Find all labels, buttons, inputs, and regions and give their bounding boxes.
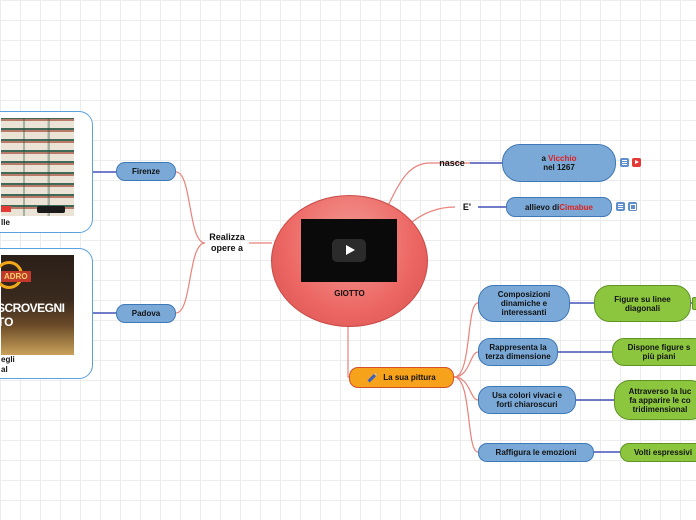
central-title: GIOTTO (334, 289, 365, 298)
node-volti-espressivi[interactable]: Volti espressivi (620, 443, 696, 462)
scrovegni-photo: ADRO SCROVEGNI TO (0, 255, 74, 355)
node-emozioni[interactable]: Raffigura le emozioni (478, 443, 594, 462)
image-caption-firenze: lle (1, 218, 10, 227)
image-card-firenze[interactable]: lle (0, 111, 93, 233)
node-figure-diagonali[interactable]: Figure su linee diagonali (594, 285, 691, 322)
badge-label: ADRO (1, 271, 31, 282)
node-la-sua-pittura[interactable]: La sua pittura (349, 367, 454, 388)
allievo-name: Cimabue (559, 202, 594, 212)
task-icon[interactable] (628, 202, 637, 211)
node-luce[interactable]: Attraverso la luc fa apparire le co trid… (614, 380, 696, 420)
vicchio-year: nel 1267 (543, 163, 575, 172)
node-colori-vivaci[interactable]: Usa colori vivaci e forti chiaroscuri (478, 386, 576, 414)
central-topic[interactable]: GIOTTO (271, 195, 428, 327)
vicchio-prefix: a (541, 154, 549, 163)
node-firenze[interactable]: Firenze (116, 162, 176, 181)
badge-app-store (37, 206, 65, 213)
node-allievo[interactable]: allievo di Cimabue (506, 197, 612, 217)
video-thumbnail[interactable] (301, 219, 397, 282)
node-piu-piani[interactable]: Dispone figure s più piani (612, 338, 696, 366)
image-caption-padova: egli al (1, 355, 15, 374)
play-button[interactable] (332, 239, 366, 262)
image-card-padova[interactable]: ADRO SCROVEGNI TO egli al (0, 248, 93, 379)
notes-icon[interactable] (616, 202, 625, 211)
play-icon (346, 245, 355, 255)
vicchio-place: Vicchio (548, 154, 577, 163)
pittura-label: La sua pittura (383, 373, 436, 382)
node-padova[interactable]: Padova (116, 304, 176, 323)
image-title-line2: TO (0, 315, 14, 329)
collapsed-marker[interactable] (692, 297, 696, 310)
youtube-icon[interactable] (632, 158, 641, 167)
node-terza-dimensione[interactable]: Rappresenta la terza dimensione (478, 338, 558, 366)
node-composizioni[interactable]: Composizioni dinamiche e interessanti (478, 285, 570, 322)
image-title-line1: SCROVEGNI (0, 301, 65, 315)
pencil-icon (367, 372, 378, 383)
node-vicchio[interactable]: a Vicchio nel 1267 (502, 144, 616, 182)
cathedral-photo (1, 118, 74, 216)
connector-e[interactable]: E' (462, 202, 472, 212)
badge-play-store (1, 206, 11, 212)
notes-icon[interactable] (620, 158, 629, 167)
allievo-prefix: allievo di (524, 202, 560, 212)
connector-realizza[interactable]: Realizza opere a (209, 232, 245, 253)
connector-nasce[interactable]: nasce (439, 158, 465, 168)
